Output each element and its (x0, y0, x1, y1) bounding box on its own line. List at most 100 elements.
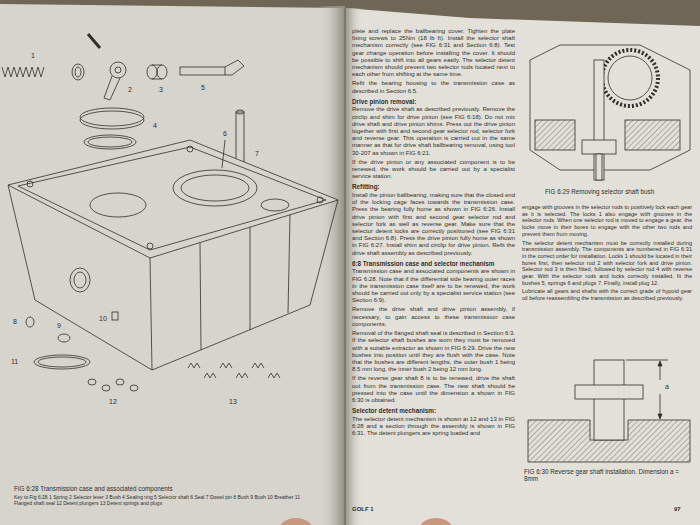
callout-number: 13 (228, 398, 238, 406)
selector-bush-figure (596, 154, 602, 180)
book-pages (344, 8, 346, 525)
transmission-case-drawing (112, 312, 118, 320)
body-paragraph: Removal of the flanged shaft seal is des… (352, 330, 515, 373)
transmission-case-drawing (104, 76, 120, 100)
reverse-shaft-figure (594, 360, 624, 440)
page-number: 97 (674, 506, 681, 513)
transmission-case-drawing (180, 67, 225, 75)
transmission-case-drawing (88, 379, 96, 385)
transmission-case-drawing (38, 357, 86, 367)
callout-number: 4 (152, 122, 158, 130)
selector-bush-figure (530, 45, 690, 180)
section-heading: Drive pinion removal: (352, 98, 515, 106)
transmission-case-drawing (18, 147, 326, 250)
transmission-case-drawing (317, 197, 323, 203)
transmission-case-drawing (252, 363, 264, 368)
transmission-case-drawing (115, 67, 121, 73)
body-paragraph: If the reverse gear shaft 8 is to be ren… (352, 375, 515, 404)
body-paragraph: The selector detent mechanism is shown a… (352, 416, 515, 438)
transmission-case-drawing (70, 268, 90, 292)
selector-bush-figure (602, 50, 658, 106)
transmission-case-drawing (27, 181, 33, 187)
transmission-case-drawing (261, 199, 289, 211)
transmission-case-drawing (225, 60, 244, 75)
transmission-case-drawing (204, 373, 216, 378)
callout-number: 8 (12, 318, 18, 326)
transmission-case-drawing (2, 34, 338, 391)
body-paragraph: engage with grooves in the selector rods… (522, 204, 692, 238)
selector-bush-figure (582, 140, 616, 154)
callout-number: 11 (10, 358, 19, 366)
transmission-case-drawing (288, 215, 290, 313)
book-pages (318, 6, 345, 525)
transmission-case-drawing (236, 112, 244, 162)
transmission-case-drawing (74, 272, 86, 288)
book-pages (0, 4, 345, 525)
transmission-case-drawing (130, 385, 138, 391)
reverse-shaft-figure (528, 360, 690, 462)
text-column: engage with grooves in the selector rods… (522, 204, 692, 304)
body-paragraph: If the drive pinion or any associated co… (352, 159, 515, 181)
transmission-case-drawing (116, 379, 124, 385)
transmission-case-drawing (80, 108, 144, 126)
callout-number: 1 (30, 52, 36, 60)
callout-number: 5 (200, 84, 206, 92)
transmission-case-drawing (58, 334, 70, 342)
figure-key: Key to Fig 6:28 1 Spring 2 Selector leve… (14, 494, 314, 506)
transmission-case-drawing (90, 193, 146, 217)
body-paragraph: Refit the bearing housing to the transmi… (352, 80, 515, 94)
selector-bush-figure (625, 120, 680, 150)
selector-bush-figure (608, 56, 652, 100)
transmission-case-drawing (147, 243, 153, 249)
body-paragraph: Install the pinion ballbearing, making s… (352, 192, 515, 257)
reverse-shaft-figure (658, 361, 662, 366)
callout-number: 10 (98, 315, 108, 323)
body-paragraph: Remove the drive shaft and drive pinion … (352, 306, 515, 328)
transmission-case-drawing (34, 355, 90, 369)
selector-bush-figure (535, 120, 575, 150)
figure-caption: FIG 6:30 Reverse gear shaft installation… (524, 468, 689, 483)
section-heading: 6:8 Transmission case and selector mecha… (352, 260, 515, 268)
transmission-case-drawing (200, 243, 201, 350)
transmission-case-drawing (110, 62, 126, 78)
callout-number: 2 (127, 86, 133, 94)
transmission-case-drawing (173, 170, 257, 206)
text-column: plete and replace the ballbearing cover.… (352, 28, 515, 439)
selector-bush-figure (530, 45, 690, 170)
selector-bush-figure (594, 60, 604, 180)
transmission-case-drawing (88, 137, 132, 147)
transmission-case-drawing (35, 300, 310, 370)
transmission-case-drawing (102, 385, 110, 391)
fingers (419, 518, 453, 525)
transmission-case-drawing (222, 140, 225, 168)
transmission-case-drawing (188, 363, 200, 368)
transmission-case-drawing (75, 67, 81, 77)
transmission-case-drawing (8, 140, 338, 258)
transmission-case-drawing (26, 317, 34, 327)
callout-number: 12 (108, 398, 118, 406)
transmission-case-drawing (2, 67, 44, 77)
transmission-case-drawing (88, 34, 100, 48)
transmission-case-drawing (187, 146, 193, 152)
transmission-case-drawing (157, 65, 167, 79)
callout-number: 7 (254, 150, 260, 158)
fingers (279, 518, 453, 525)
transmission-case-drawing (268, 373, 280, 378)
transmission-case-drawing (72, 64, 84, 80)
fingers (279, 518, 313, 525)
section-heading: Refitting: (352, 183, 515, 191)
transmission-case-drawing (84, 135, 136, 149)
transmission-case-drawing (181, 175, 249, 201)
figure-caption: FIG 6:29 Removing selector shaft bush (545, 188, 685, 195)
book-pages (345, 8, 700, 525)
transmission-case-drawing (310, 200, 338, 305)
transmission-case-drawing (220, 363, 232, 368)
transmission-case-drawing (236, 110, 244, 114)
transmission-case-drawing (8, 185, 35, 300)
body-paragraph: The selector detent mechanism must be co… (522, 240, 692, 287)
callout-number: 6 (222, 130, 228, 138)
section-heading: Selector detent mechanism: (352, 407, 515, 415)
reverse-shaft-figure (626, 360, 668, 361)
book-pages (0, 4, 700, 525)
transmission-case-drawing (236, 373, 248, 378)
